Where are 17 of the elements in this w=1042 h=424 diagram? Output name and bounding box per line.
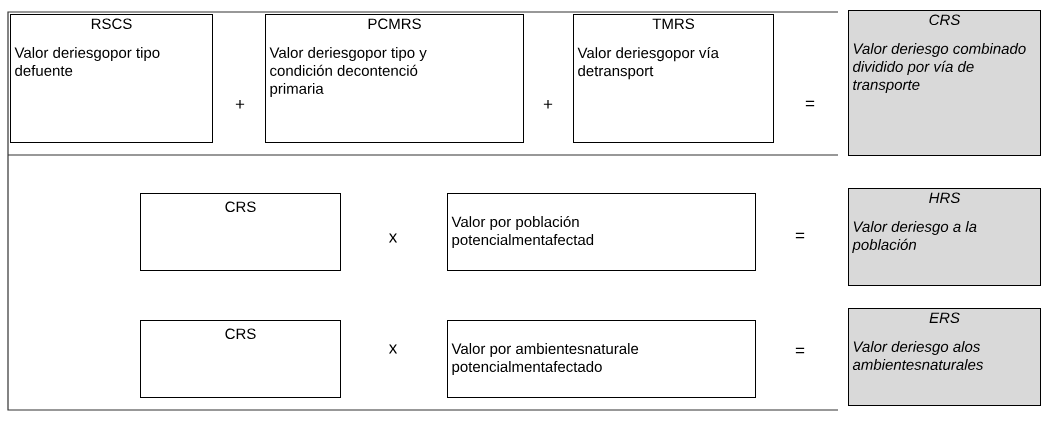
operator-sign: + (235, 100, 245, 109)
process-box: CRS (140, 193, 341, 271)
process-box: CRS (140, 320, 341, 398)
process-box: TMRS Valor deriesgopor vía detransport (573, 14, 774, 143)
operator-sign: = (795, 232, 805, 239)
operator-sign: x (388, 344, 398, 354)
shaded-box: HRS Valor deriesgo a la población (848, 188, 1041, 286)
operator-sign: = (795, 347, 805, 354)
process-box: Valor por ambientesnaturale potencialmentafectado (447, 320, 756, 398)
operator-sign: x (388, 233, 398, 243)
process-box: RSCS Valor deriesgopor tipo defuente (10, 14, 213, 143)
operator-sign: + (543, 100, 553, 109)
process-box: Valor por población potencialmentafectad (447, 193, 756, 271)
operator-sign: = (805, 100, 815, 107)
shaded-box: CRS Valor deriesgo combinado dividido por vía de transporte (848, 10, 1041, 156)
shaded-box: ERS Valor deriesgo alos ambientesnaturales (848, 308, 1041, 406)
process-box: PCMRS Valor deriesgopor tipo y condición decontenció primaria (265, 14, 524, 143)
